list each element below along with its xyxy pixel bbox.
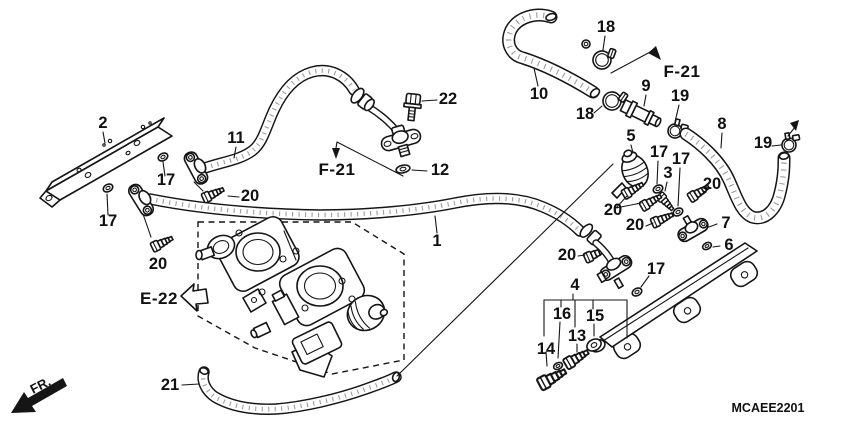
part-label-1: 1 [432, 232, 441, 250]
fuel-hose-11: 11 [181, 64, 399, 187]
f21-reference-right: F-21 [610, 46, 701, 81]
part-label-10: 10 [530, 85, 548, 103]
part-label-15: 15 [586, 307, 604, 325]
bolt-set-bracket-4: 4 16 15 13 14 [537, 276, 628, 367]
part-label-20-b: 20 [149, 255, 167, 273]
left-washers-and-bolts: 17 17 20 20 [99, 150, 259, 273]
part-label-9: 9 [641, 77, 650, 95]
e22-dashed-boundary [197, 221, 405, 375]
drawing-code: MCAEE2201 [732, 401, 805, 415]
part-label-18-a: 18 [597, 18, 615, 36]
fuel-rail-right: 17 4 16 15 13 14 [535, 242, 759, 392]
f21-tag-right: F-21 [664, 62, 701, 81]
part-label-17-e: 17 [647, 260, 665, 278]
part-label-20-f: 20 [558, 246, 576, 264]
part-label-3: 3 [663, 164, 672, 182]
fuel-rail-left: 2 [39, 114, 173, 208]
pressure-regulator-cluster: 5 17 17 3 20 20 20 20 7 6 [558, 127, 734, 265]
part-label-11: 11 [227, 129, 244, 147]
throttle-body-assembly: E-22 [140, 215, 405, 378]
collar-15 [586, 338, 606, 353]
part-label-13: 13 [568, 327, 586, 345]
part-label-17-b: 17 [99, 212, 117, 230]
fuel-joint-9: 9 19 [619, 77, 691, 142]
e22-reference: E-22 [140, 283, 209, 312]
part-label-20-d: 20 [604, 201, 622, 219]
part-label-16: 16 [553, 305, 571, 323]
regulator-to-hose-leader [396, 163, 614, 377]
part-label-4: 4 [570, 276, 580, 294]
part-label-17-c: 17 [650, 143, 668, 161]
e22-tag: E-22 [140, 289, 178, 308]
part-label-18-b: 18 [576, 105, 594, 123]
three-way-joint-7 [677, 214, 709, 243]
f21-tag-left: F-21 [319, 160, 356, 179]
fuel-feed-joint: 22 12 F-21 [319, 90, 458, 179]
part-label-5: 5 [626, 127, 635, 145]
part-label-20-a: 20 [241, 187, 259, 205]
part-label-8: 8 [717, 115, 726, 133]
f21-reference-left: F-21 [319, 141, 404, 179]
part-label-14: 14 [537, 340, 556, 358]
fr-direction-arrow: FR. [11, 374, 67, 413]
part-label-17-d: 17 [672, 150, 690, 168]
bolt-14 [535, 364, 570, 392]
bolt-22 [403, 92, 422, 122]
pressure-regulator-5 [621, 149, 649, 188]
part-label-19-a: 19 [671, 87, 689, 105]
part-label-2: 2 [98, 114, 107, 132]
return-hose-21: 21 [161, 366, 402, 415]
offpage-pointer-arrow [787, 120, 799, 137]
main-fuel-hose-1: 1 [125, 179, 635, 290]
part-label-21: 21 [161, 376, 179, 394]
part-label-6: 6 [724, 236, 733, 254]
part-label-20-c: 20 [703, 175, 721, 193]
fuel-hose-10: 18 10 18 F-21 [502, 8, 701, 123]
part-label-22: 22 [439, 90, 457, 108]
washer-12 [395, 164, 411, 174]
part-label-20-e: 20 [626, 216, 644, 234]
part-label-7: 7 [721, 214, 730, 232]
part-label-12: 12 [431, 161, 449, 179]
fuel-hose-8: 8 19 [679, 115, 803, 225]
part-label-17-a: 17 [157, 171, 175, 189]
part-label-19-b: 19 [754, 134, 772, 152]
